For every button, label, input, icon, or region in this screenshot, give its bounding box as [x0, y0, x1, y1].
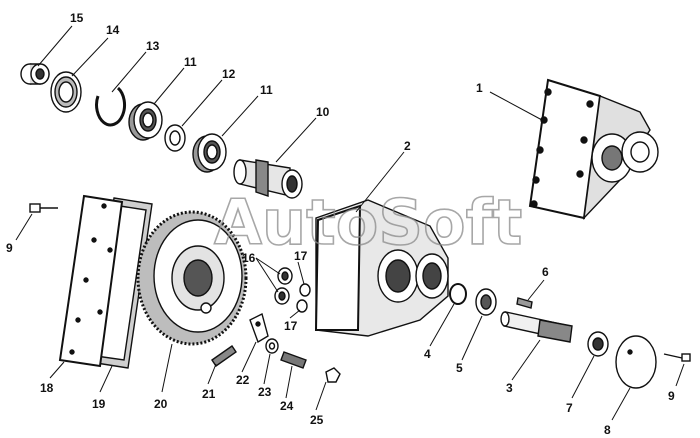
- part-24-pin: [280, 351, 307, 369]
- part-7-seal: [587, 331, 609, 357]
- part-8-end-disc: [615, 335, 657, 389]
- part-11-bearing-a: [128, 101, 163, 141]
- callout-5: 5: [456, 361, 463, 375]
- part-1-housing-cover: [528, 78, 659, 221]
- part-10-sleeve: [233, 159, 303, 199]
- callout-9: 9: [668, 389, 675, 403]
- callout-15: 15: [70, 11, 84, 25]
- part-17-washers: [296, 283, 311, 313]
- callout-23: 23: [258, 385, 272, 399]
- callout-19: 19: [92, 397, 106, 411]
- part-15-bushing: [20, 63, 50, 85]
- callout-20: 20: [154, 397, 168, 411]
- part-9-bolt-left: [29, 203, 58, 213]
- callout-numbers: 15 14 13 11 12 11 10 1 2 9 16 17 17 6 4 …: [6, 11, 675, 437]
- part-3-shaft: [500, 311, 573, 343]
- part-9-screw-right: [663, 353, 691, 362]
- part-2-gearbox-housing: [314, 199, 449, 337]
- callout-12: 12: [222, 67, 236, 81]
- part-14-seal: [50, 71, 82, 113]
- part-11-bearing-b: [192, 133, 227, 173]
- callout-18: 18: [40, 381, 54, 395]
- part-22-bracket: [249, 312, 269, 344]
- callout-1: 1: [476, 81, 483, 95]
- callout-3: 3: [506, 381, 513, 395]
- callout-17: 17: [284, 319, 298, 333]
- callout-2: 2: [404, 139, 411, 153]
- part-6-key: [516, 297, 533, 309]
- callout-16: 16: [242, 251, 256, 265]
- part-12-washer: [164, 124, 186, 152]
- callout-24: 24: [280, 399, 294, 413]
- callout-6: 6: [542, 265, 549, 279]
- callout-11: 11: [260, 83, 273, 97]
- callout-21: 21: [202, 387, 216, 401]
- leader-lines: [15, 25, 685, 421]
- callout-7: 7: [566, 401, 573, 415]
- part-18-cover-plate: [58, 194, 124, 368]
- callout-10: 10: [316, 105, 330, 119]
- part-5-bearing: [475, 288, 497, 316]
- part-13-snap-ring: [95, 86, 126, 127]
- part-20-large-gear: [136, 210, 248, 346]
- callout-13: 13: [146, 39, 160, 53]
- part-21-pin: [211, 345, 237, 367]
- callout-8: 8: [604, 423, 611, 437]
- callout-17: 17: [294, 249, 308, 263]
- callout-4: 4: [424, 347, 431, 361]
- callout-11: 11: [184, 55, 197, 69]
- callout-25: 25: [310, 413, 324, 427]
- part-4-circlip: [449, 283, 467, 305]
- part-23-washer: [265, 338, 279, 354]
- part-25-nut: [325, 367, 341, 383]
- callout-22: 22: [236, 373, 250, 387]
- callout-14: 14: [106, 23, 120, 37]
- part-16-fittings: [274, 267, 293, 305]
- callout-9: 9: [6, 241, 13, 255]
